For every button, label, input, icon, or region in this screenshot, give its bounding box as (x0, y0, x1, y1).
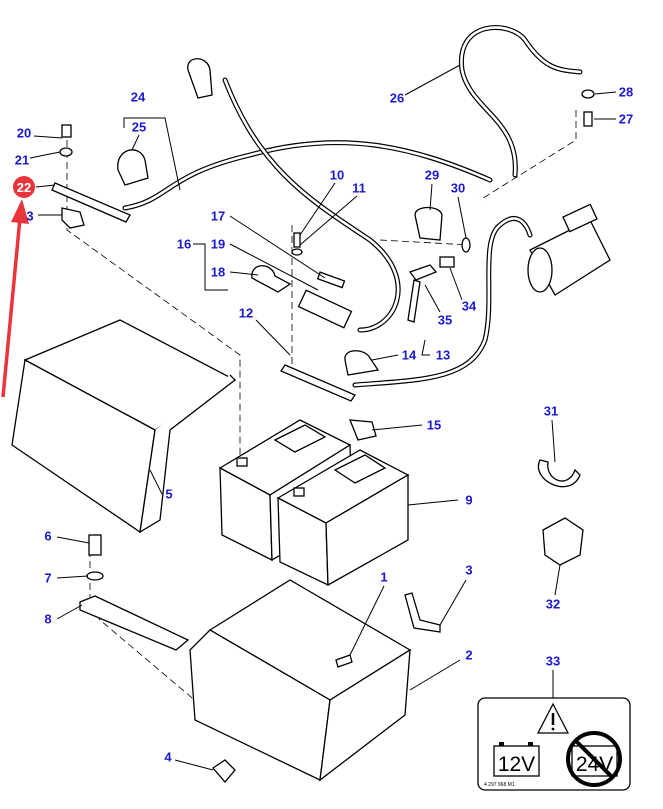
leader-lines (29, 64, 617, 771)
terminal-boot-25 (117, 149, 149, 186)
callout-6[interactable]: 6 (44, 528, 52, 544)
bar-8 (79, 595, 190, 651)
terminal-boot-top (187, 58, 213, 99)
callout-3[interactable]: 3 (465, 562, 473, 578)
highlight-arrow (1, 199, 29, 398)
cable-26 (458, 25, 583, 178)
warning-label-33: 12V 24V 4 297 968 M1 (477, 697, 631, 791)
ok-voltage-text: 12V (498, 753, 535, 776)
battery-tray-2 (189, 579, 412, 782)
callout-27[interactable]: 27 (618, 111, 634, 127)
battery-front (276, 449, 410, 587)
callout-8[interactable]: 8 (44, 611, 52, 627)
callout-15[interactable]: 15 (426, 417, 442, 433)
nut-34 (439, 256, 455, 268)
callout-12[interactable]: 12 (238, 305, 254, 321)
fuse-holder (291, 232, 353, 329)
cable-24 (122, 140, 493, 211)
callout-31[interactable]: 31 (543, 403, 559, 419)
strap-22 (51, 124, 131, 229)
callout-26[interactable]: 26 (389, 90, 405, 106)
part-code: 4 297 968 M1 (484, 782, 515, 788)
battery-12v-icon: 12V (493, 742, 540, 777)
callout-2[interactable]: 2 (465, 647, 473, 663)
callout-4[interactable]: 4 (164, 749, 172, 765)
callout-19[interactable]: 19 (210, 236, 226, 252)
callout-28[interactable]: 28 (618, 84, 634, 100)
callout-16[interactable]: 16 (176, 236, 192, 252)
callout-34[interactable]: 34 (461, 298, 477, 314)
callout-11[interactable]: 11 (352, 180, 366, 196)
hook-3 (404, 592, 441, 633)
bolt-6 (88, 534, 102, 556)
callout-14[interactable]: 14 (401, 347, 417, 363)
callout-1[interactable]: 1 (380, 569, 388, 585)
callout-3[interactable]: 3 (26, 208, 34, 224)
callout-25[interactable]: 25 (131, 119, 147, 135)
washer-7 (86, 571, 104, 581)
callout-32[interactable]: 32 (545, 596, 561, 612)
knob-4 (212, 759, 236, 784)
cable-13 (352, 216, 533, 388)
callout-35[interactable]: 35 (437, 312, 453, 328)
callout-7[interactable]: 7 (44, 570, 52, 586)
cap-35 (407, 264, 438, 323)
callout-9[interactable]: 9 (465, 492, 473, 508)
callout-20[interactable]: 20 (16, 125, 32, 141)
highlighted-callout-22[interactable]: 22 (13, 176, 35, 198)
callout-33[interactable]: 33 (545, 653, 561, 669)
callout-10[interactable]: 10 (329, 167, 345, 183)
clamp-15 (349, 419, 377, 441)
terminal-boot-18 (251, 265, 292, 293)
callout-30[interactable]: 30 (450, 180, 466, 196)
strap-12 (280, 364, 356, 402)
callout-21[interactable]: 21 (14, 152, 30, 168)
callout-29[interactable]: 29 (424, 167, 440, 183)
boot-29 (414, 206, 443, 241)
clip-32 (542, 517, 584, 566)
battery-cover-5 (11, 319, 237, 534)
grommet-30 (461, 237, 471, 253)
starter-motor (527, 203, 611, 296)
callout-5[interactable]: 5 (165, 486, 173, 502)
callout-18[interactable]: 18 (210, 264, 226, 280)
callout-13[interactable]: 13 (435, 347, 451, 363)
no-24v-icon: 24V (566, 731, 622, 787)
terminal-boot-14 (344, 350, 380, 376)
callout-24[interactable]: 24 (130, 89, 146, 105)
cable-16 (222, 77, 401, 333)
callout-17[interactable]: 17 (210, 208, 226, 224)
bolt-27 (583, 111, 593, 127)
washer-28 (581, 89, 595, 99)
bolt-1 (335, 654, 353, 668)
clamp-31 (537, 459, 581, 488)
